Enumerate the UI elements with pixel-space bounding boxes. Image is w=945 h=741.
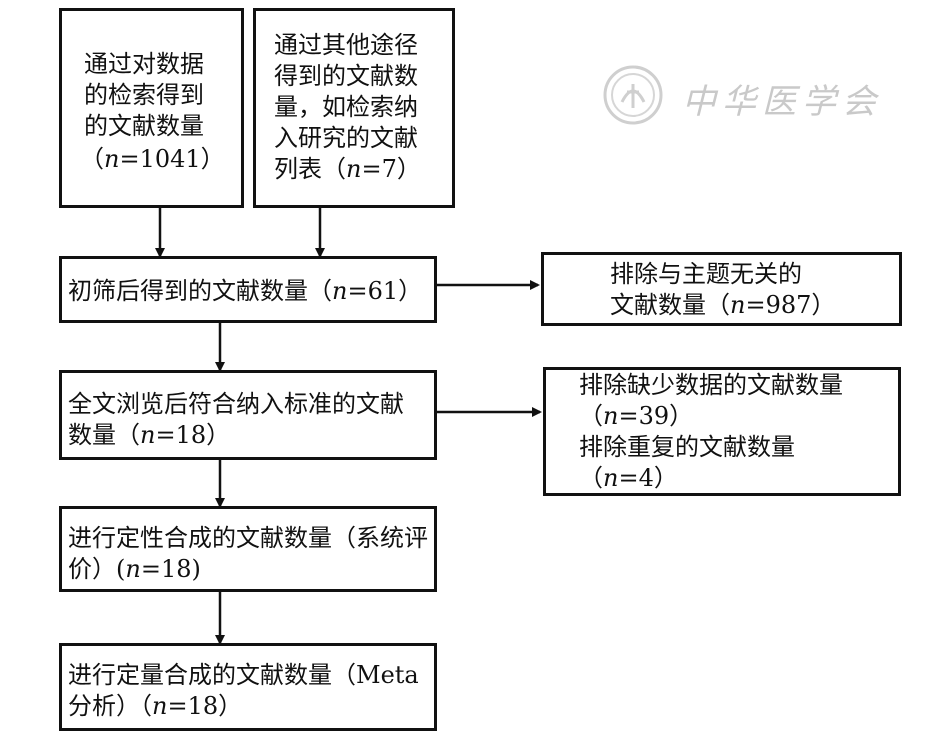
box-full-text: 全文浏览后符合纳入标准的文献 数量（n=18）	[59, 370, 437, 460]
society-logo-seal	[603, 65, 663, 125]
excluded-irrelevant-line-1: 排除与主题无关的	[610, 260, 802, 288]
other-line-5: 列表（n=7）	[274, 155, 421, 183]
box-quantitative-synthesis: 进行定量合成的文献数量（Meta 分析）（n=18）	[59, 643, 437, 731]
excluded-duplicate-count: （n=4）	[579, 464, 678, 492]
excluded-duplicate-line: 排除重复的文献数量	[579, 433, 795, 461]
full-text-line-2: 数量（n=18）	[68, 421, 231, 449]
quantitative-line-1: 进行定量合成的文献数量（Meta	[68, 661, 419, 689]
other-line-1: 通过其他途径	[274, 31, 418, 59]
other-line-2: 得到的文献数	[274, 62, 418, 90]
box-database-search: 通过对数据 的检索得到 的文献数量 （n=1041）	[59, 8, 244, 208]
quantitative-line-2: 分析）（n=18）	[68, 692, 243, 720]
other-line-4: 入研究的文献	[274, 124, 418, 152]
other-line-3: 量，如检索纳	[274, 93, 418, 121]
db-line-3: 的文献数量	[84, 112, 204, 140]
excluded-irrelevant-line-2: 文献数量（n=987）	[610, 291, 836, 319]
box-excluded-irrelevant: 排除与主题无关的 文献数量（n=987）	[541, 252, 902, 326]
box-qualitative-synthesis: 进行定性合成的文献数量（系统评 价）(n=18)	[59, 506, 437, 592]
full-text-line-1: 全文浏览后符合纳入标准的文献	[68, 390, 404, 418]
box-excluded-other: 排除缺少数据的文献数量 （n=39） 排除重复的文献数量 （n=4）	[543, 367, 901, 496]
db-count: （n=1041）	[80, 145, 225, 173]
qualitative-line-2: 价）(n=18)	[68, 555, 201, 583]
excluded-missing-count: （n=39）	[579, 402, 694, 430]
excluded-missing-line: 排除缺少数据的文献数量	[579, 371, 843, 399]
box-other-sources: 通过其他途径 得到的文献数 量，如检索纳 入研究的文献 列表（n=7）	[253, 8, 455, 208]
box-screened: 初筛后得到的文献数量（n=61）	[59, 256, 437, 323]
society-logo-text: 中华医学会	[682, 82, 882, 122]
db-line-2: 的检索得到	[84, 81, 204, 109]
db-line-1: 通过对数据	[84, 50, 204, 78]
screened-text: 初筛后得到的文献数量（n=61）	[68, 277, 423, 305]
qualitative-line-1: 进行定性合成的文献数量（系统评	[68, 524, 428, 552]
